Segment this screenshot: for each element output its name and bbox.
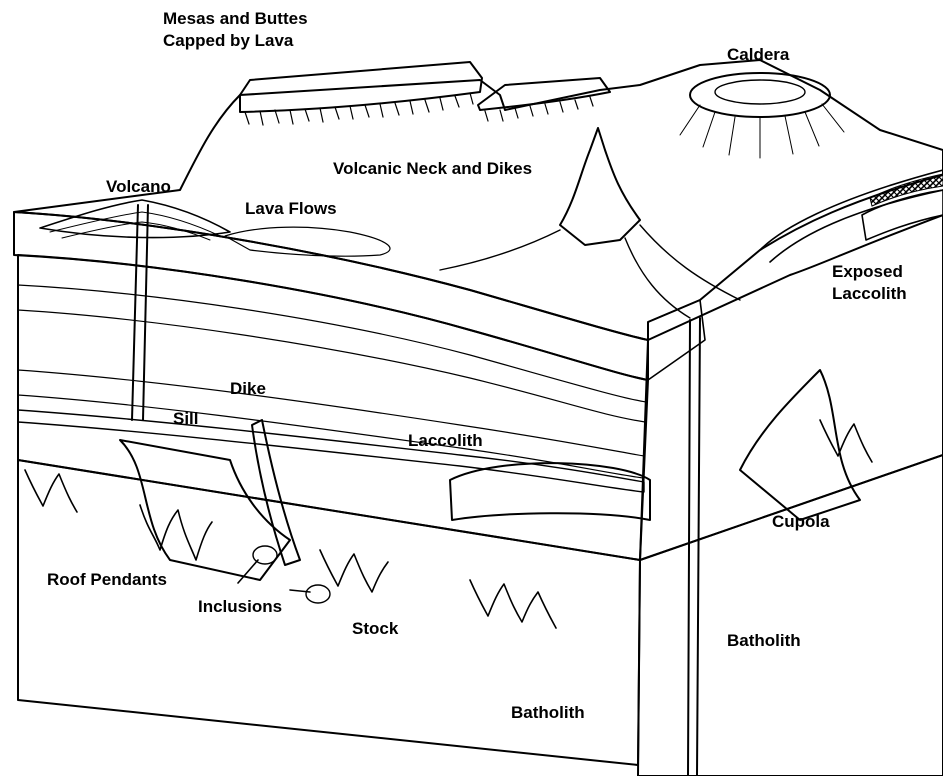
label-batholith-bottom: Batholith <box>511 703 585 722</box>
dike-intrusion <box>252 420 300 565</box>
shale-band-lower <box>18 370 644 478</box>
caldera-slopes <box>680 104 844 158</box>
label-volcano: Volcano <box>106 177 171 196</box>
label-volcanic-neck: Volcanic Neck and Dikes <box>333 159 532 178</box>
volcanic-neck <box>560 128 640 245</box>
label-exposed-line1: Exposed <box>832 262 903 281</box>
lava-cap-front <box>14 212 648 380</box>
front-face <box>14 212 648 765</box>
label-laccolith: Laccolith <box>408 431 483 450</box>
laccolith-body <box>450 463 650 520</box>
label-roof-pendants: Roof Pendants <box>47 570 167 589</box>
label-mesas-line1: Mesas and Buttes <box>163 9 308 28</box>
caldera-crater <box>715 80 805 104</box>
pointer-arrows <box>238 560 310 592</box>
stock-body <box>120 440 290 580</box>
label-caldera: Caldera <box>727 45 790 64</box>
label-inclusions: Inclusions <box>198 597 282 616</box>
label-stock: Stock <box>352 619 399 638</box>
label-dike: Dike <box>230 379 266 398</box>
label-exposed-line2: Laccolith <box>832 284 907 303</box>
batholith-basement-right <box>638 455 943 776</box>
label-lava-flows: Lava Flows <box>245 199 337 218</box>
intrusions <box>25 370 872 628</box>
sedimentary-strata-front <box>18 255 648 560</box>
label-batholith-right: Batholith <box>727 631 801 650</box>
top-surface <box>14 60 943 420</box>
radiating-dikes <box>440 225 740 318</box>
sill-front <box>18 410 644 492</box>
label-mesas-line2: Capped by Lava <box>163 31 294 50</box>
lava-cap-right <box>648 300 705 380</box>
label-cupola: Cupola <box>772 512 830 531</box>
land-surface <box>14 60 943 340</box>
exposed-laccolith-arcs <box>760 170 943 262</box>
right-face <box>638 170 943 776</box>
label-sill: Sill <box>173 409 199 428</box>
